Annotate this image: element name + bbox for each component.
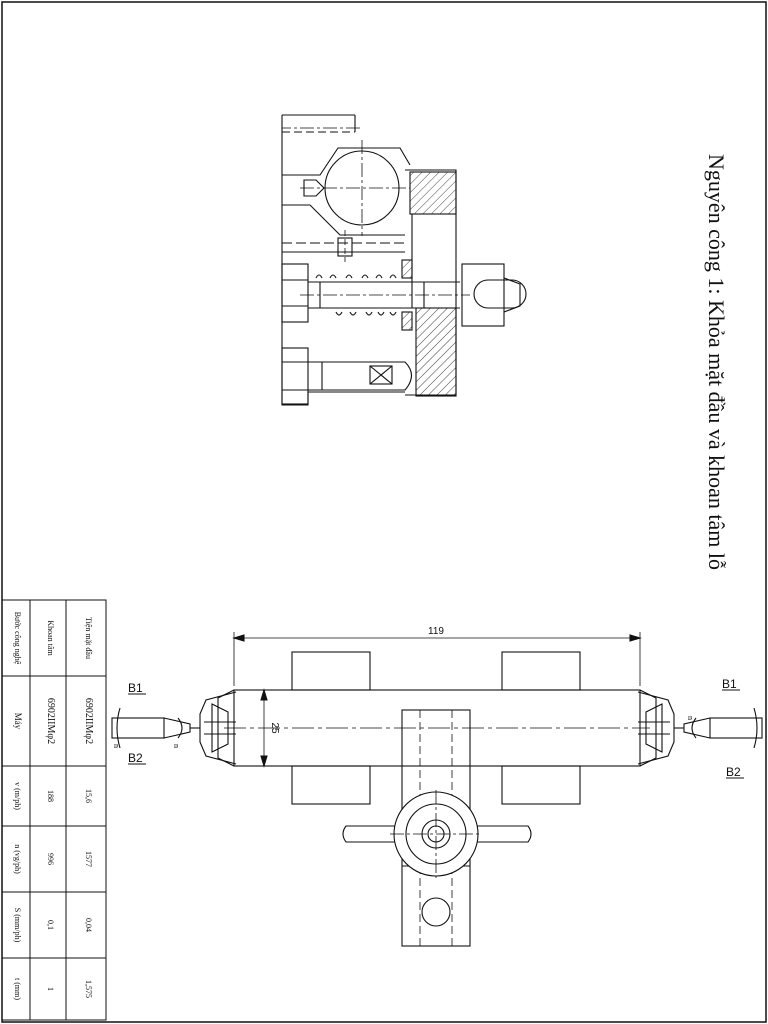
- header-n: n (vg/ph): [13, 844, 22, 874]
- row2-machine: 6902IIMφ2: [83, 698, 94, 744]
- table-text: Bước công nghệ Máy v (m/ph) n (vg/ph) S …: [13, 612, 94, 1001]
- dimension-length: 119: [428, 626, 444, 637]
- label-n-left-1: n: [112, 744, 121, 748]
- process-table: [1, 599, 107, 1021]
- fixture-section-view: [281, 114, 527, 406]
- row1-step: Khoan tâm: [46, 620, 55, 656]
- row1-v: 188: [46, 790, 55, 802]
- row2-t: 1,575: [84, 980, 93, 998]
- label-b1-right: B1: [722, 677, 737, 691]
- row1-machine: 6902IIMφ2: [45, 698, 56, 744]
- header-s: S (mm/ph): [13, 908, 22, 943]
- label-b2-right: B2: [726, 765, 741, 779]
- row1-t: 1: [46, 987, 55, 991]
- label-b2-left: B2: [128, 751, 143, 765]
- shaft-setup-view: [111, 632, 763, 947]
- row2-n: 1577: [84, 851, 93, 867]
- row2-step: Tiện mặt đầu: [84, 617, 93, 659]
- header-v: v (m/ph): [13, 782, 22, 810]
- dimension-diameter: 25: [269, 722, 280, 734]
- header-t: t (mm): [13, 978, 22, 1000]
- label-n-left-2: n: [172, 744, 181, 748]
- label-n-right: n: [686, 716, 695, 720]
- row2-s: 0,04: [84, 918, 93, 932]
- row1-s: 0,1: [46, 920, 55, 930]
- header-step: Bước công nghệ: [13, 612, 22, 665]
- header-machine: Máy: [13, 713, 23, 730]
- label-b1-left: B1: [128, 681, 143, 695]
- row2-v: 15,6: [84, 789, 93, 803]
- row1-n: 996: [46, 853, 55, 865]
